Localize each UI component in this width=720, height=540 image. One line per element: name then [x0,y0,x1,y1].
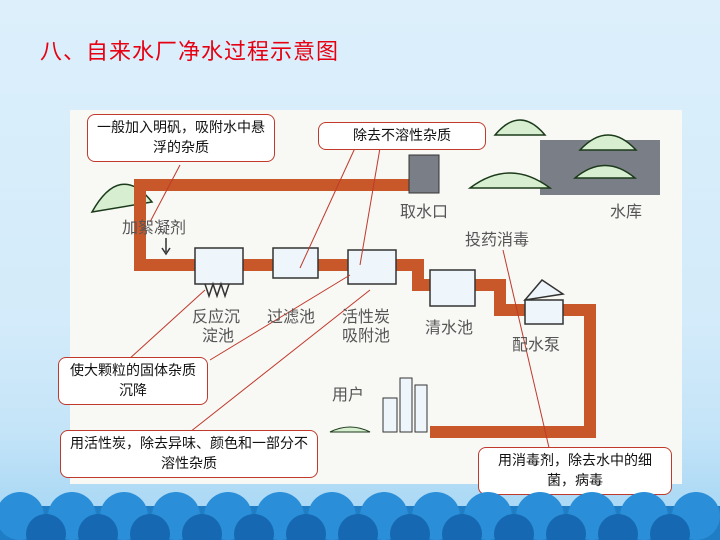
callout-alum: 一般加入明矾，吸附水中悬浮的杂质 [87,114,275,162]
label-intake: 取水口 [400,202,448,221]
label-sedimentation-2: 淀池 [202,326,234,345]
callout-carbon: 用活性炭，除去异味、颜色和一部分不溶性杂质 [60,430,318,478]
label-filter: 过滤池 [267,307,315,326]
label-carbon-2: 吸附池 [342,326,390,345]
callout-leaders [127,147,551,453]
intake-box [408,154,440,194]
page-title: 八、自来水厂净水过程示意图 [40,40,340,65]
filter-tank [272,247,319,279]
callout-disinfect: 用消毒剂，除去水中的细菌，病毒 [478,447,672,495]
carbon-tank [347,249,397,285]
pump-house [523,279,566,325]
label-carbon-1: 活性炭 [342,307,390,326]
callout-insoluble: 除去不溶性杂质 [318,122,486,150]
label-coagulant: 加絮凝剂 [122,218,186,237]
clear-water-tank [429,269,476,307]
label-sedimentation-1: 反应沉 [192,307,240,326]
label-dosing: 投药消毒 [465,230,529,249]
sedimentation-tank [194,247,244,299]
label-reservoir: 水库 [610,202,642,221]
down-arrow-icon [161,238,171,256]
wave-decoration [0,492,720,540]
callout-settle: 使大颗粒的固体杂质沉降 [58,357,208,405]
label-user: 用户 [332,385,364,404]
label-clear-water: 清水池 [425,318,473,337]
label-pump: 配水泵 [512,335,560,354]
user-buildings [329,377,428,433]
